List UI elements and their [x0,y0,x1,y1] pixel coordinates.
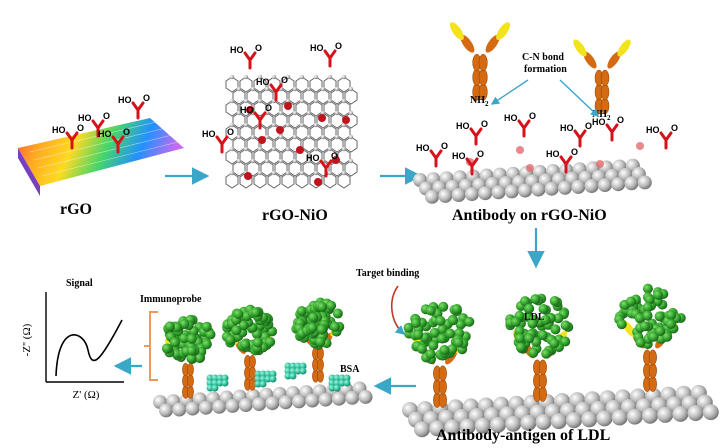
svg-text:HO: HO [256,77,270,87]
svg-text:HO: HO [52,125,66,135]
cooh-group: HO O [98,127,130,154]
svg-text:O: O [477,149,484,159]
svg-text:HO: HO [504,113,518,123]
svg-text:HO: HO [646,125,660,135]
svg-text:HO: HO [560,123,574,133]
cooh-group: HO O [416,141,448,168]
svg-text:O: O [103,111,110,121]
cn-bond-arrow-right [559,79,600,117]
antibody-right [573,39,631,115]
antibody-surface-sheet [413,142,652,204]
svg-text:HO: HO [240,105,254,115]
ldl-cluster [614,283,686,350]
bsa-blobs [206,362,351,392]
svg-text:HO: HO [456,121,470,131]
svg-text:O: O [585,121,592,131]
svg-text:O: O [265,103,272,113]
bsa-label: BSA [340,364,360,375]
immunoprobe-complexes [161,297,345,399]
cooh-group: HO O [256,75,288,102]
svg-text:O: O [281,75,288,85]
stage-label-rgo: rGO [60,201,92,218]
ldl-cluster [291,297,345,350]
svg-text:HO: HO [546,149,560,159]
target-binding-label: Target binding [356,268,419,279]
antibody-unit [573,39,631,115]
cooh-group: HO O [546,147,578,174]
svg-text:O: O [255,43,262,53]
svg-text:HO: HO [98,129,112,139]
antibody-unit [449,22,511,101]
svg-text:HO: HO [452,151,466,161]
svg-text:HO: HO [230,45,244,55]
svg-text:HO: HO [416,143,430,153]
svg-text:O: O [143,93,150,103]
signal-nyquist-curve [55,319,123,377]
ldl-label: LDL [524,312,545,323]
svg-text:O: O [441,141,448,151]
cooh-group: HO O [456,119,488,146]
nh2-label-right: NH2 [592,109,611,122]
svg-text:O: O [617,115,624,125]
signal-x-label: Z' (Ω) [73,389,100,401]
rgo-nio-lattice [225,74,358,189]
svg-text:O: O [227,127,234,137]
cooh-group: HO O [240,103,272,130]
stage-label-antigen: Antibody-antigen of LDL [436,427,610,444]
target-binding-arrow [391,285,406,336]
rgo-sheet [18,118,184,196]
svg-text:HO: HO [592,117,606,127]
stage-label-antibody: Antibody on rGO-NiO [452,207,607,224]
rgo-nio-cooh-groups: HO O HO O HO O HO O HO O HO O [202,41,342,178]
cooh-group: HO O [230,43,262,70]
svg-text:HO: HO [202,129,216,139]
immunoprobe-label: Immunoprobe [140,294,202,305]
signal-y-label: -Z'' (Ω) [21,323,33,356]
svg-text:O: O [331,151,338,161]
cooh-group: HO O [310,41,342,68]
cooh-group: HO O [118,93,150,120]
antigen-complexes [403,283,686,408]
cooh-group: HO O [646,123,678,150]
svg-text:O: O [529,111,536,121]
ldl-cluster [221,304,278,356]
svg-text:HO: HO [306,153,320,163]
nh2-label-left: NH2 [470,95,489,108]
signal-plot: Signal -Z'' (Ω) Z' (Ω) [21,278,124,401]
cooh-group: HO O [202,127,234,154]
cn-bond-label-line2: formation [524,64,567,75]
cooh-group: HO O [306,151,338,178]
svg-text:HO: HO [310,43,324,53]
svg-text:O: O [123,127,130,137]
svg-text:O: O [335,41,342,51]
immunoprobe-sheet [153,381,373,418]
ldl-cluster [403,301,475,365]
ldl-cluster [161,314,216,365]
svg-text:O: O [77,123,84,133]
antibody-left [449,22,511,101]
cn-bond-arrow-left [490,79,529,105]
signal-title: Signal [66,278,93,289]
cooh-group: HO O [592,115,624,142]
svg-text:HO: HO [118,95,132,105]
ldl-cluster [505,293,574,359]
stage-label-rgo-nio: rGO-NiO [262,207,328,224]
cooh-group: HO O [560,121,592,148]
cooh-group: HO O [452,149,484,176]
svg-text:O: O [481,119,488,129]
cooh-group: HO O [52,123,84,150]
svg-text:O: O [571,147,578,157]
svg-text:HO: HO [78,113,92,123]
cooh-group: HO O [504,111,536,138]
cn-bond-label-line1: C-N bond [522,52,564,63]
svg-text:O: O [671,123,678,133]
antigen-surface-sheet [402,384,719,438]
immunoprobe-bracket [144,311,158,381]
